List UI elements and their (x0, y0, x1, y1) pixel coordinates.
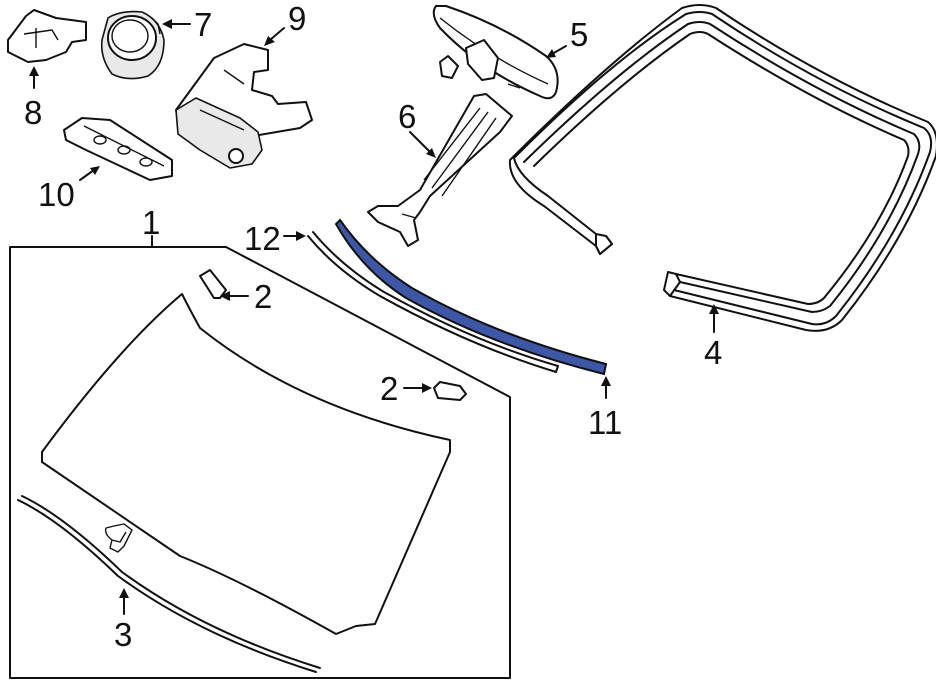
callout-6: 6 (398, 98, 416, 135)
callout-8: 8 (24, 94, 42, 131)
callout-11: 11 (588, 404, 622, 441)
callout-9: 9 (288, 0, 306, 37)
spacer-right[interactable] (433, 381, 467, 401)
upper-weatherstrip-highlighted[interactable] (334, 218, 608, 376)
callout-numbers: 1 2 2 3 4 5 6 7 8 9 10 11 12 (24, 0, 722, 653)
rain-sensor[interactable] (100, 10, 165, 80)
callout-12: 12 (244, 220, 281, 257)
callout-2-right: 2 (380, 370, 398, 407)
upper-molding[interactable] (307, 231, 559, 373)
rearview-mirror[interactable] (432, 5, 559, 100)
leader-lines (29, 19, 719, 615)
camera-bracket[interactable] (175, 43, 313, 169)
spacer-upper-left[interactable] (199, 269, 227, 299)
callout-10: 10 (38, 176, 75, 213)
lower-molding[interactable] (17, 495, 321, 673)
callout-4: 4 (704, 334, 722, 371)
callout-3: 3 (114, 616, 132, 653)
callout-7: 7 (194, 6, 212, 43)
windshield-assembly-frame (9, 235, 511, 679)
callout-5: 5 (570, 16, 588, 53)
weatherstrip-fill (334, 218, 608, 376)
sensor-cover[interactable] (7, 9, 87, 63)
windshield-glass[interactable] (41, 293, 451, 635)
callout-1: 1 (142, 204, 160, 241)
mounting-bracket[interactable] (63, 117, 173, 181)
callout-2-upper: 2 (254, 278, 272, 315)
frame-weatherstrip[interactable] (508, 4, 936, 332)
mirror-bracket[interactable] (367, 93, 513, 247)
